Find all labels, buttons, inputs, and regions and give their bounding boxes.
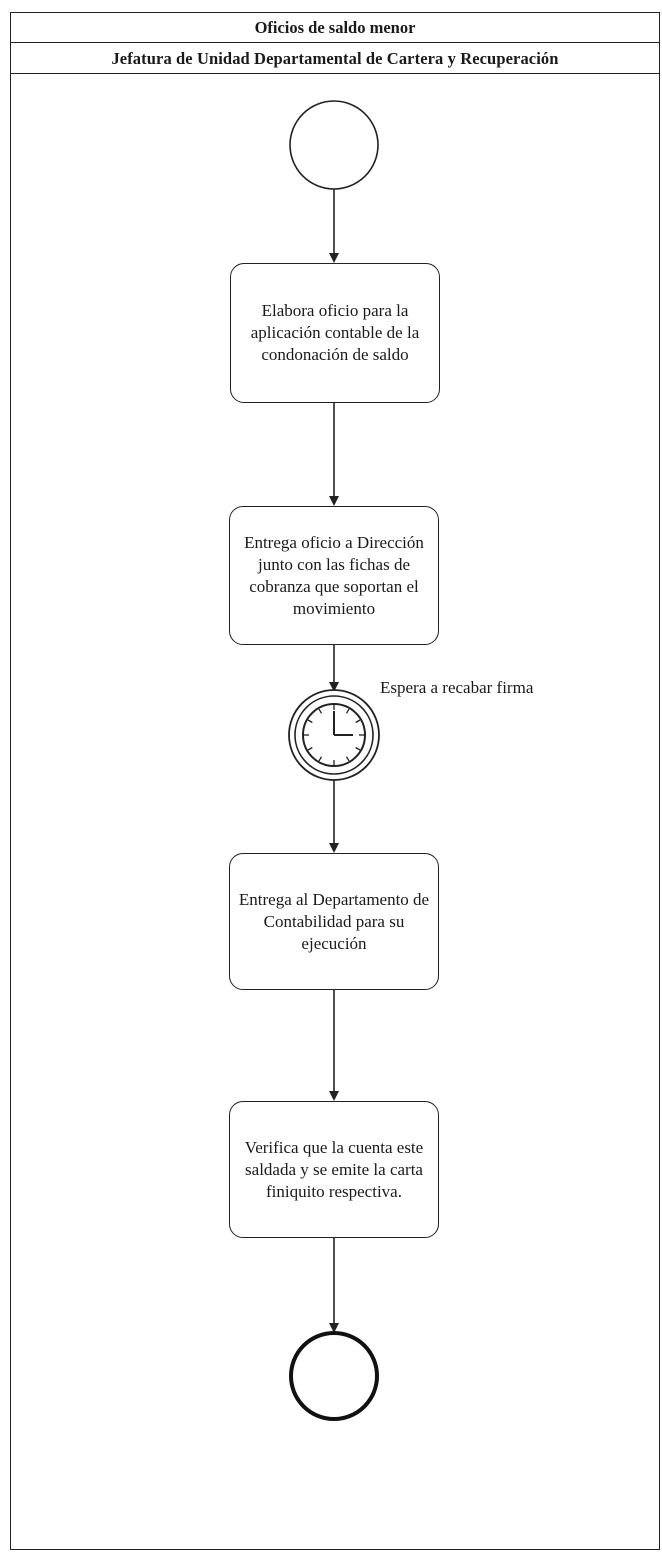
clock-icon xyxy=(302,703,366,767)
clock-tick xyxy=(355,746,361,751)
clock-tick xyxy=(307,719,313,724)
lane-title: Jefatura de Unidad Departamental de Cart… xyxy=(11,43,659,74)
task-entrega-oficio-label: Entrega oficio a Dirección junto con las… xyxy=(244,532,424,618)
task-entrega-contabilidad: Entrega al Departamento de Contabilidad … xyxy=(229,853,439,990)
task-verifica-cuenta: Verifica que la cuenta este saldada y se… xyxy=(229,1101,439,1238)
task-entrega-contabilidad-label: Entrega al Departamento de Contabilidad … xyxy=(238,889,430,953)
clock-tick xyxy=(345,756,350,762)
task-verifica-cuenta-label: Verifica que la cuenta este saldada y se… xyxy=(244,1137,424,1201)
timer-event-label: Espera a recabar firma xyxy=(380,678,534,697)
pool-title: Oficios de saldo menor xyxy=(11,13,659,43)
end-event xyxy=(289,1331,379,1421)
task-entrega-oficio: Entrega oficio a Dirección junto con las… xyxy=(229,506,439,645)
clock-tick xyxy=(318,756,323,762)
task-elabora-oficio-label: Elabora oficio para la aplicación contab… xyxy=(250,301,420,364)
task-elabora-oficio: Elabora oficio para la aplicación contab… xyxy=(230,263,440,403)
clock-tick xyxy=(345,708,350,714)
start-event xyxy=(289,100,379,190)
timer-event xyxy=(288,689,380,781)
clock-tick xyxy=(318,708,323,714)
pool-frame: Oficios de saldo menor Jefatura de Unida… xyxy=(10,12,660,1550)
clock-tick xyxy=(307,746,313,751)
clock-tick xyxy=(355,719,361,724)
